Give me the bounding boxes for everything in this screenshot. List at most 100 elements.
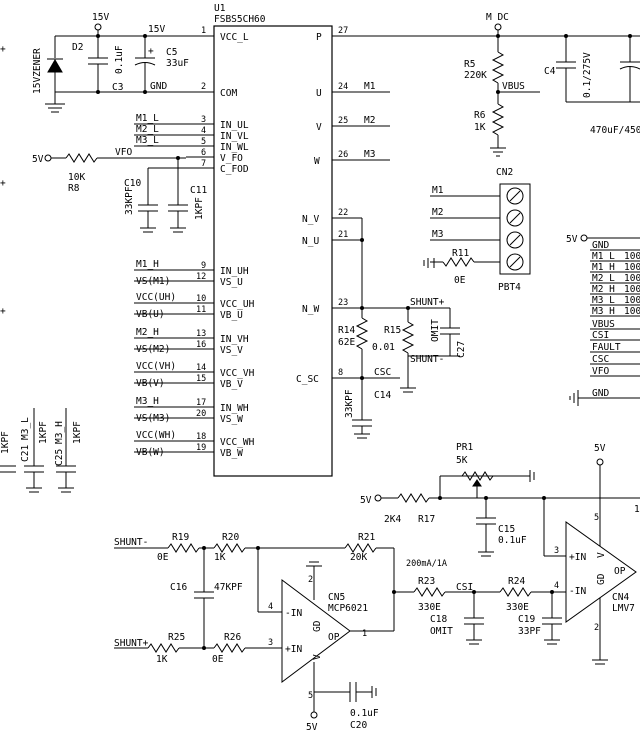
c4-value: 0.1/275V [582,52,593,98]
pin-name: VS_V [220,345,243,356]
cn-line-value: 100 [624,251,640,262]
net-label: M2_H [136,327,159,338]
net-label: M3 [364,149,375,160]
vfo-net: VFO [115,147,132,158]
pin-num: 16 [196,340,206,350]
c3-label: C3 [112,82,123,93]
net-label: VS(M1) [136,276,170,287]
r20-value: 1K [214,552,226,563]
wiper-arrow-icon [472,479,482,487]
pin-num: 6 [201,148,206,158]
c-kpf-value: 1KPF [0,431,11,454]
r5-label: R5 [464,59,475,70]
r6-value: 1K [474,122,486,133]
pin-name: VB_V [220,379,243,390]
shunt-minus-net: SHUNT- [114,537,148,548]
pin-num: 20 [196,409,206,419]
c21-value: 1KPF [38,421,49,444]
pin-num: 27 [338,26,348,36]
r17-value: 2K4 [384,514,401,525]
pin-num: 4 [201,126,206,136]
pin-name: W [314,156,320,167]
cn-line-label: VBUS [592,319,615,330]
c3-value: 0.1uF [114,45,125,74]
u1-ref: U1 [214,3,226,14]
net-label: M3 [432,229,443,240]
pin-name: VB_U [220,310,243,321]
pin-num: 9 [201,261,206,271]
edge-plus: + [0,178,6,189]
cn5-gd: GD [312,620,323,632]
c14-label: C14 [374,390,391,401]
pin-name: P [316,32,322,43]
pin-name: VCC_L [220,32,249,43]
cn-line-label: M2_L [592,273,615,284]
u1-body [213,25,333,477]
edge-plus: + [0,306,6,317]
svg-text:2: 2 [594,623,599,633]
r23-label: R23 [418,576,435,587]
pin-num: 24 [338,82,348,92]
current-amp-section: SHUNT- SHUNT+ R19 0E R20 1K R21 20K C16 … [114,532,566,733]
r8-value: 10K [68,172,85,183]
cn5-opamp [281,579,351,683]
cn-line-label: M2_H [592,284,615,295]
v5-label: 5V [306,722,318,733]
pin-name: N_W [302,304,319,315]
csi-net: CSI [456,582,473,593]
bottom-left-caps: 1KPF C21 M3_L 1KPF C25 M3_H 1KPF [0,408,83,493]
r23-value: 330E [418,602,441,613]
n-1k-value: 1K [634,504,640,515]
net-label: M3_H [136,396,159,407]
pin-num: 13 [196,329,206,339]
pin-num: 8 [338,368,343,378]
r19-value: 0E [157,552,169,563]
net-label: VS(M3) [136,413,170,424]
svg-text:1: 1 [362,629,367,639]
v15-terminal [94,23,102,31]
v5-label: 5V [32,154,44,165]
pin-num: 1 [201,26,206,36]
cn-line-value: 100 [624,262,640,273]
net-label: VB(W) [136,447,165,458]
c5-label: C5 [166,47,177,58]
shunt-section: SHUNT+ R14 62E CSC C14 33KPF R15 0.01 SH… [338,217,467,439]
pin-num: 17 [196,398,206,408]
power-15v-section: 15V 15V D2 15VZENER 0.1uF C3 + C5 33uF G… [0,12,189,113]
c15-label: C15 [498,524,515,535]
c11-label: C11 [190,185,207,196]
pin-name: V [316,122,322,133]
cn5-in-plus: +IN [285,644,302,655]
pin-name: V_FO [220,153,243,164]
pin-num: 25 [338,116,348,126]
c25-value: 1KPF [72,421,83,444]
d2-label: D2 [72,42,83,53]
cn2-label: CN2 [496,167,513,178]
c10-value: 33KPF [124,186,135,215]
pin-num: 21 [338,230,348,240]
vfo-section: 5V 10K R8 VFO C10 33KPF C11 1KPF + + [0,147,207,317]
net-label: VCC(VH) [136,361,176,372]
c21-label: C21 [20,445,31,462]
pin-num: 7 [201,159,206,169]
r26-value: 0E [212,654,224,665]
cn-line-label: CSC [592,354,609,365]
csc-net: CSC [374,367,391,378]
cn5-v: V [312,654,323,660]
net-label: M1 [432,185,444,196]
r11-value: 0E [454,275,466,286]
cn-line-label: M1_L [592,251,615,262]
cn2-connector: CN2 M1 M2 M3 PBT4 R11 0E [423,167,531,293]
pin-name: IN_WH [220,403,249,414]
u1-ic: U1 FSBS5CH60 1 2 3 4 5 6 7 9 12 10 11 13… [186,3,360,477]
shunt-plus-net: SHUNT+ [410,297,445,308]
cn5-in-minus: -IN [285,608,302,619]
c-bulk-value: 470uF/450V [590,125,640,136]
pin-name: VCC_WH [220,437,255,448]
pr1-value: 5K [456,455,468,466]
pin-name: IN_UL [220,120,249,131]
v15-label: 15V [92,12,109,23]
pin-name: IN_VL [220,131,249,142]
pin-num: 26 [338,150,348,160]
cn-line-value: 100 [624,284,640,295]
